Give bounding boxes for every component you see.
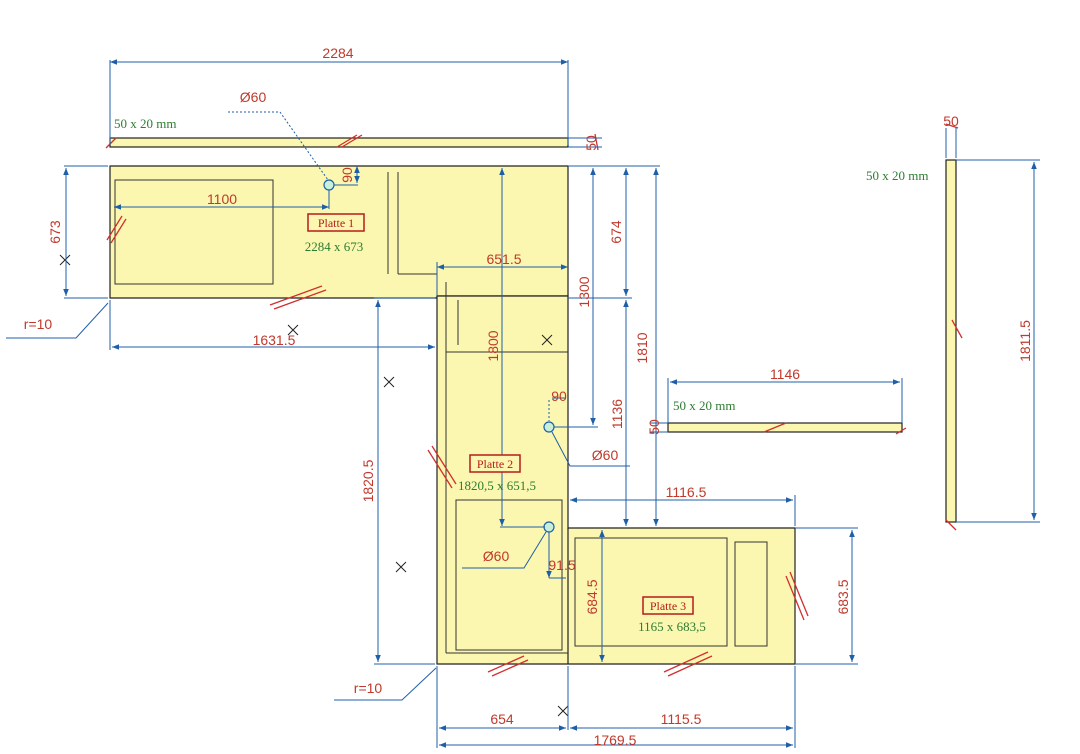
plate-3-label: Platte 3 1165 x 683,5	[638, 596, 706, 634]
hole-2-icon	[543, 421, 555, 433]
dia-label-1: Ø60	[240, 89, 267, 105]
radius-label-2: r=10	[354, 680, 383, 696]
dim-684-5: 684.5	[584, 579, 600, 614]
dim-1810: 1810	[634, 332, 650, 363]
dim-50-top: 50	[583, 135, 599, 151]
strip-note-middle: 50 x 20 mm	[673, 398, 735, 413]
plate-1-name: Platte 1	[318, 216, 354, 230]
dim-1769-5: 1769.5	[594, 732, 637, 748]
dim-1300: 1300	[576, 276, 592, 307]
dim-1100: 1100	[207, 191, 237, 207]
dim-673: 673	[47, 220, 63, 244]
plate-1-label: Platte 1 2284 x 673	[305, 213, 365, 254]
dim-1136: 1136	[609, 399, 625, 429]
dim-2284: 2284	[322, 45, 353, 61]
strip-note-right: 50 x 20 mm	[866, 168, 928, 183]
dim-1146: 1146	[770, 366, 800, 382]
dim-654: 654	[490, 711, 514, 727]
plate-3-size: 1165 x 683,5	[638, 619, 706, 634]
plate-2-label: Platte 2 1820,5 x 651,5	[458, 454, 536, 493]
plate-2-size: 1820,5 x 651,5	[458, 478, 536, 493]
plate-1-inner-lines	[114, 172, 437, 285]
dim-1115-5: 1115.5	[661, 711, 702, 727]
plate-2-name: Platte 2	[477, 457, 513, 471]
dim-674: 674	[608, 220, 624, 244]
strip-note-top: 50 x 20 mm	[114, 116, 176, 131]
radius-label-1: r=10	[24, 316, 53, 332]
strip-right	[945, 159, 957, 523]
dia-label-3: Ø60	[483, 548, 510, 564]
dim-91-5: 91.5	[548, 557, 575, 573]
dim-1811-5: 1811.5	[1017, 320, 1033, 362]
dim-50-right: 50	[943, 113, 959, 129]
plate-1-outline	[109, 165, 569, 299]
dim-50-mid: 50	[646, 419, 662, 435]
dim-90-mid: 90	[551, 388, 567, 404]
dim-651-5: 651.5	[486, 251, 521, 267]
plate-3-name: Platte 3	[650, 599, 686, 613]
dim-683-5: 683.5	[835, 579, 851, 614]
dim-1116-5: 1116.5	[666, 484, 707, 500]
plate-1-size: 2284 x 673	[305, 239, 364, 254]
dim-1631-5: 1631.5	[253, 332, 296, 348]
dim-90-top: 90	[339, 167, 355, 183]
dimension-lines	[6, 59, 1040, 748]
dim-1800: 1800	[485, 330, 501, 361]
dim-1820-5: 1820.5	[360, 459, 376, 502]
hole-1-icon	[323, 179, 335, 191]
hole-3-icon	[543, 521, 555, 533]
dia-label-2: Ø60	[592, 447, 619, 463]
x-marks	[59, 254, 569, 717]
plate-3-inner-lines	[574, 537, 768, 647]
strip-middle	[667, 422, 903, 433]
